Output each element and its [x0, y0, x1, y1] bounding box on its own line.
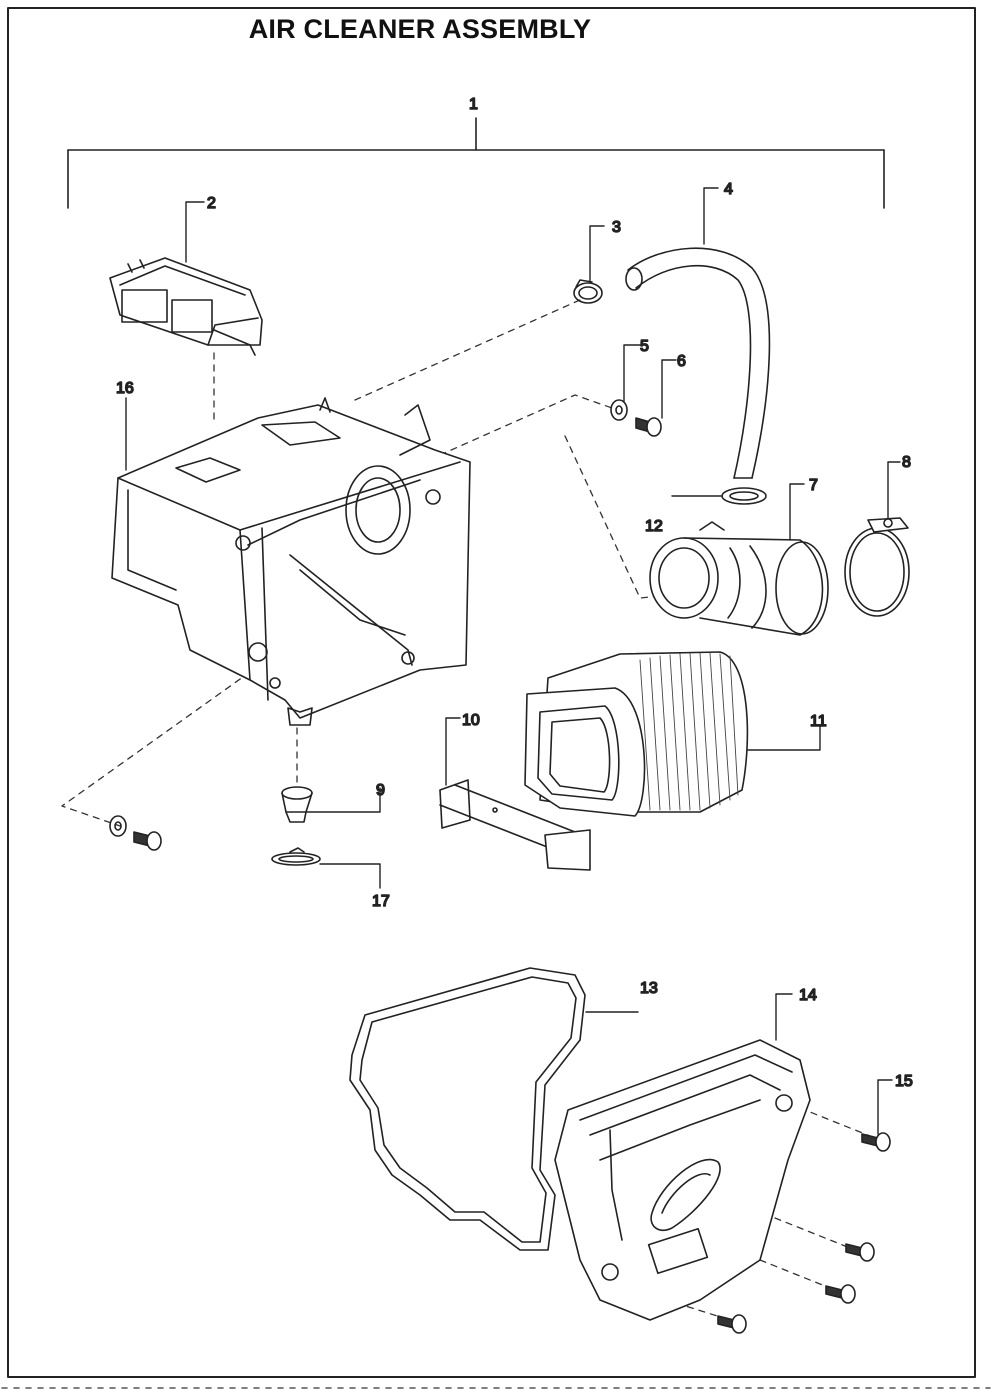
callout-14: 14 [799, 987, 817, 1004]
callout-9: 9 [376, 782, 385, 799]
part-washer-screw-lower [109, 815, 162, 851]
leader-lines [125, 187, 901, 1135]
part-breather-hose [625, 247, 771, 479]
part-bracket [439, 779, 591, 871]
callout-7: 7 [809, 477, 818, 494]
callout-16: 16 [116, 380, 134, 397]
page-frame [1, 7, 991, 1389]
part-air-box [111, 397, 471, 726]
part-washer [610, 399, 628, 421]
part-cover-screws [717, 1132, 891, 1334]
assembly-bracket [67, 117, 885, 209]
callout-1: 1 [469, 96, 478, 113]
part-bolt [635, 417, 662, 437]
part-hose-clip [721, 487, 767, 505]
part-intake-tube [649, 521, 829, 636]
part-intake-duct [109, 257, 263, 356]
callout-12: 12 [645, 518, 663, 535]
callout-6: 6 [677, 353, 686, 370]
callout-5: 5 [640, 338, 649, 355]
callout-10: 10 [462, 712, 480, 729]
part-hose-clamp-small [573, 279, 603, 304]
callout-15: 15 [895, 1073, 913, 1090]
part-cover [554, 1039, 811, 1321]
part-band-clamp [844, 517, 910, 617]
callout-4: 4 [724, 181, 733, 198]
callout-11: 11 [810, 713, 827, 730]
callout-8: 8 [902, 454, 911, 471]
callout-17: 17 [372, 893, 390, 910]
part-drain-clip [271, 847, 321, 866]
filter-pleats [639, 652, 739, 811]
callout-3: 3 [612, 219, 621, 236]
callout-13: 13 [640, 980, 658, 997]
callout-labels: 1 2 3 4 5 6 7 8 9 10 11 12 13 14 15 16 1… [115, 95, 913, 1091]
part-filter-element [524, 651, 749, 817]
callout-2: 2 [207, 195, 216, 212]
part-drain-plug [281, 786, 313, 823]
diagram-title: AIR CLEANER ASSEMBLY [248, 14, 592, 44]
part-gasket [349, 967, 586, 1251]
